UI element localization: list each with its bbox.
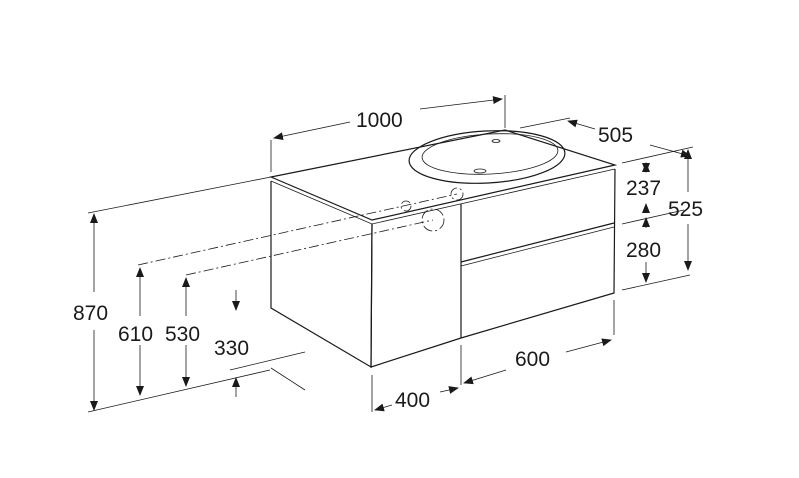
dim-bottom-height: 330 [214,337,249,360]
drain-marker [400,200,412,212]
drain-marker [421,208,445,232]
dim-depth: 505 [598,124,633,147]
drain-marker [450,187,464,201]
dim-drawer-width: 600 [515,348,550,371]
dim-cabinet-height: 525 [668,198,703,221]
drawer-divider [460,222,615,263]
basin [408,130,566,184]
dim-door-width: 400 [395,389,430,412]
dim-drain-2: 530 [165,323,200,346]
dim-drain-1: 610 [118,323,153,346]
dim-width-total: 1000 [356,109,403,132]
dimension-labels: 1000 505 237 525 280 870 610 530 330 600… [73,109,703,412]
dim-drawer-top: 237 [626,177,661,200]
cabinet [137,129,618,369]
dim-total-height: 870 [73,302,108,325]
dim-drawer-bottom: 280 [626,239,661,262]
dimension-lines [87,95,694,413]
